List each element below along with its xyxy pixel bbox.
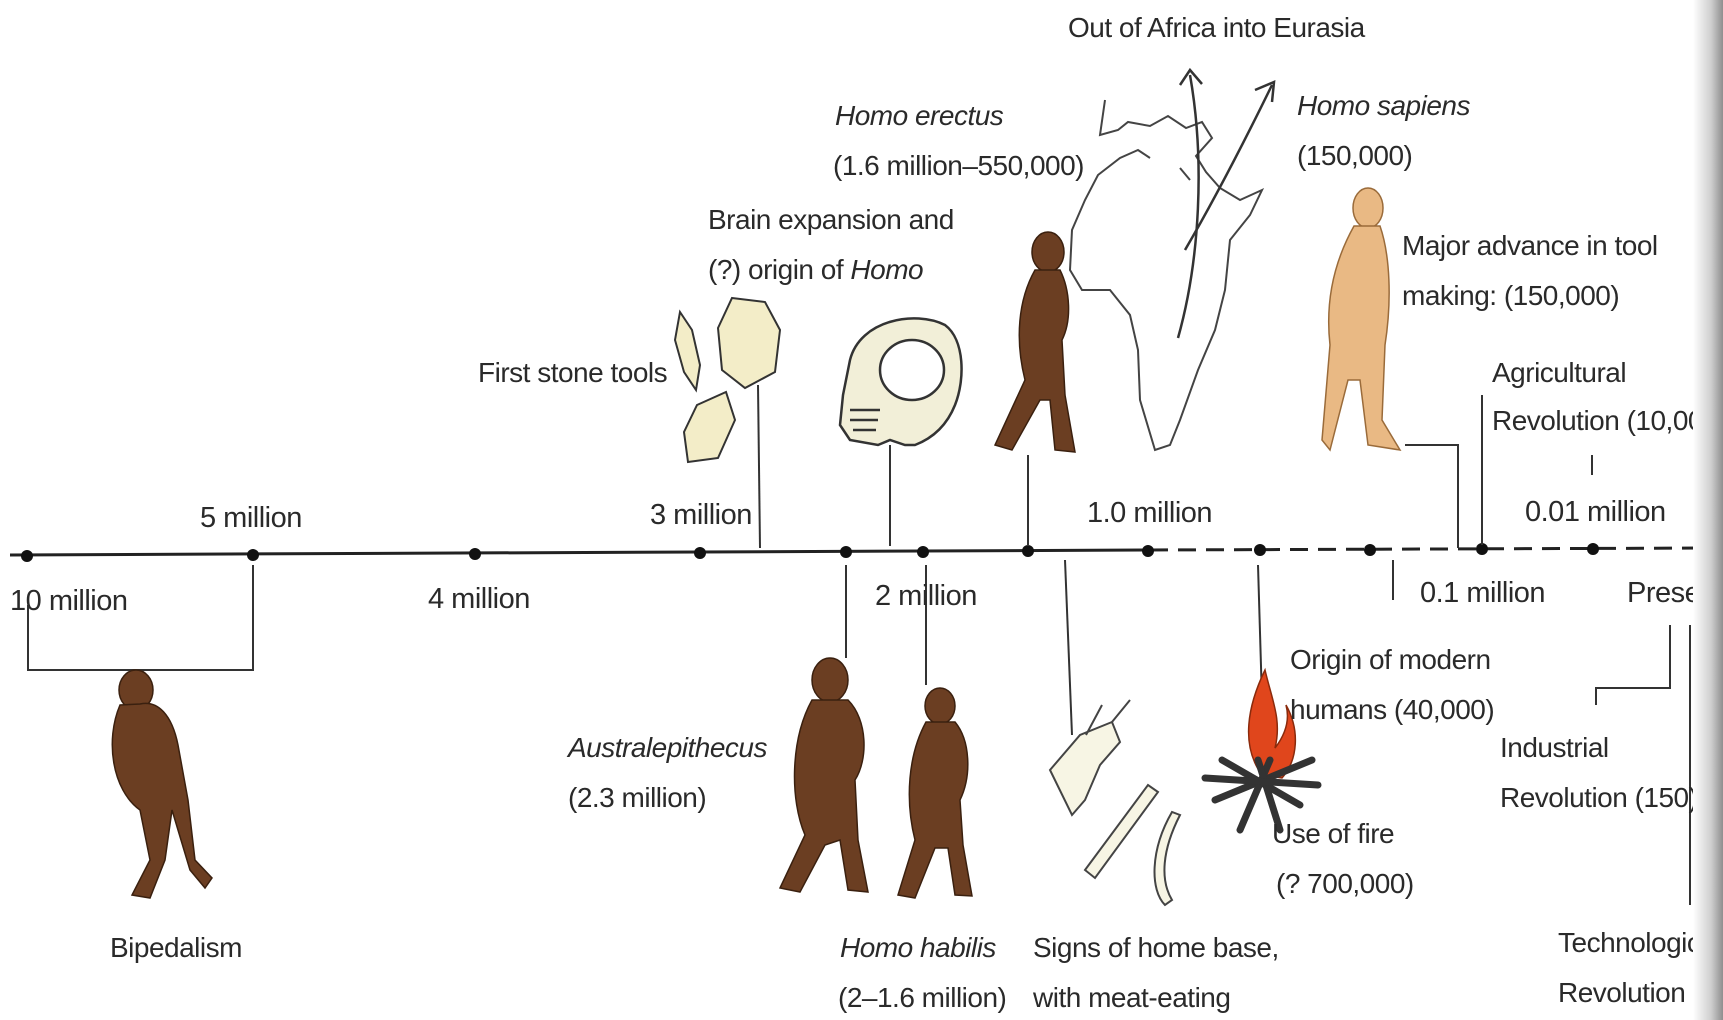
homo-erectus-figure (995, 232, 1075, 452)
label-agricultural-1: Agricultural (1492, 355, 1626, 391)
tick-3-million: 3 million (650, 497, 752, 533)
label-brain-expansion-2-homo: Homo (850, 254, 923, 285)
stone-tools-icon (675, 298, 780, 462)
label-homo-sapiens-date: (150,000) (1297, 138, 1412, 174)
label-homo-sapiens-name: Homo sapiens (1297, 88, 1470, 124)
label-australopithecus-name: Australepithecus (568, 730, 767, 766)
label-homo-habilis-date: (2–1.6 million) (838, 980, 1006, 1016)
label-use-of-fire-1: Use of fire (1272, 816, 1394, 852)
homo-sapiens-figure (1322, 188, 1400, 450)
tick-5-million: 5 million (200, 500, 302, 536)
skull-icon (840, 318, 962, 445)
label-tool-advance-1: Major advance in tool (1402, 228, 1658, 264)
label-first-stone-tools: First stone tools (478, 355, 667, 391)
label-tool-advance-2: making: (150,000) (1402, 278, 1619, 314)
label-bipedalism: Bipedalism (110, 930, 242, 966)
bipedal-ape-figure (112, 670, 212, 898)
australopithecus-figure (780, 658, 868, 892)
homo-habilis-figure (898, 688, 972, 898)
migration-arrows (1178, 70, 1274, 338)
label-industrial-2: Revolution (150) (1500, 780, 1697, 816)
label-home-base-1: Signs of home base, (1033, 930, 1279, 966)
tick-10-million: 10 million (10, 583, 128, 619)
label-brain-expansion-2: (?) origin of Homo (708, 252, 923, 288)
label-brain-expansion-1: Brain expansion and (708, 202, 954, 238)
label-home-base-2: with meat-eating (1033, 980, 1230, 1016)
label-use-of-fire-2: (? 700,000) (1276, 866, 1414, 902)
label-out-of-africa: Out of Africa into Eurasia (1068, 10, 1365, 46)
tick-2-million: 2 million (875, 578, 977, 614)
page-edge-shadow (1693, 0, 1723, 1020)
label-modern-humans-2: humans (40,000) (1290, 692, 1494, 728)
tick-0-01-million: 0.01 million (1525, 494, 1666, 530)
label-agricultural-2: Revolution (10,000) (1492, 403, 1723, 439)
label-industrial-1: Industrial (1500, 730, 1609, 766)
bones-icon (1050, 700, 1180, 905)
africa-map-icon (1070, 100, 1262, 450)
tick-4-million: 4 million (428, 581, 530, 617)
label-australopithecus-date: (2.3 million) (568, 780, 706, 816)
tick-0-1-million: 0.1 million (1420, 575, 1545, 611)
tick-1-million: 1.0 million (1087, 495, 1212, 531)
label-homo-erectus-date: (1.6 million–550,000) (833, 148, 1084, 184)
label-modern-humans-1: Origin of modern (1290, 642, 1491, 678)
label-brain-expansion-2-text: (?) origin of (708, 254, 850, 285)
label-homo-habilis-name: Homo habilis (840, 930, 996, 966)
timeline-axis (10, 548, 1715, 555)
label-homo-erectus-name: Homo erectus (835, 98, 1003, 134)
